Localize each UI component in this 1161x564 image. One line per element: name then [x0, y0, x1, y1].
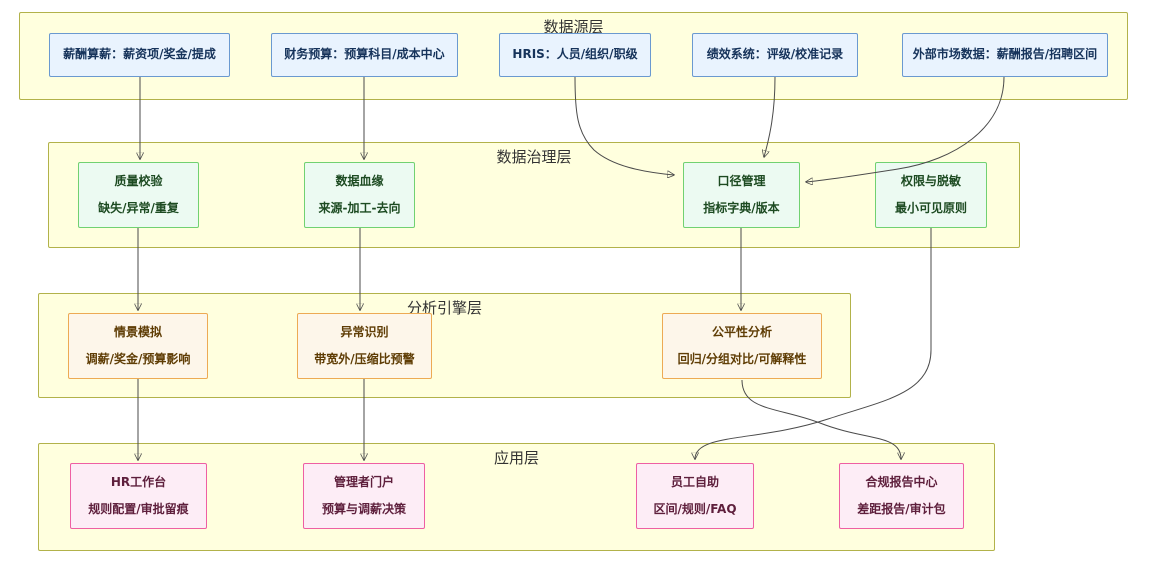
- node-subtitle: 来源-加工-去向: [318, 200, 401, 215]
- node-title: 质量校验: [114, 174, 163, 189]
- layer-application: 应用层: [38, 443, 995, 551]
- node-label: HRIS：人员/组织/职级: [512, 47, 638, 62]
- node-label: 财务预算：预算科目/成本中心: [284, 47, 445, 62]
- node-title: 权限与脱敏: [900, 174, 961, 189]
- layer-title: 应用层: [493, 449, 539, 467]
- node-title: HR工作台: [110, 475, 167, 490]
- node-hris: HRIS：人员/组织/职级: [499, 33, 651, 77]
- node-label: 绩效系统：评级/校准记录: [706, 47, 844, 62]
- node-title: 情景模拟: [113, 325, 162, 340]
- node-title: 合规报告中心: [865, 475, 938, 490]
- layer-title: 分析引擎层: [406, 299, 482, 317]
- node-anomaly-detection: 异常识别 带宽外/压缩比预警: [297, 313, 432, 379]
- node-scenario-simulation: 情景模拟 调薪/奖金/预算影响: [68, 313, 208, 379]
- node-subtitle: 调薪/奖金/预算影响: [85, 351, 191, 366]
- node-subtitle: 预算与调薪决策: [321, 501, 406, 516]
- node-title: 异常识别: [340, 325, 389, 340]
- node-quality-check: 质量校验 缺失/异常/重复: [78, 162, 199, 228]
- layer-title: 数据源层: [543, 18, 604, 36]
- node-employee-self-service: 员工自助 区间/规则/FAQ: [636, 463, 754, 529]
- node-hr-workbench: HR工作台 规则配置/审批留痕: [70, 463, 207, 529]
- node-external-market-data: 外部市场数据：薪酬报告/招聘区间: [902, 33, 1108, 77]
- node-subtitle: 带宽外/压缩比预警: [314, 351, 415, 366]
- node-data-lineage: 数据血缘 来源-加工-去向: [304, 162, 415, 228]
- node-subtitle: 指标字典/版本: [703, 200, 780, 215]
- node-subtitle: 最小可见原则: [894, 200, 967, 215]
- node-payroll-calc: 薪酬算薪：薪资项/奖金/提成: [49, 33, 230, 77]
- node-compliance-report-center: 合规报告中心 差距报告/审计包: [839, 463, 964, 529]
- node-title: 数据血缘: [335, 174, 384, 189]
- node-manager-portal: 管理者门户 预算与调薪决策: [303, 463, 425, 529]
- node-subtitle: 差距报告/审计包: [857, 501, 946, 516]
- node-subtitle: 缺失/异常/重复: [98, 200, 179, 215]
- node-caliber-management: 口径管理 指标字典/版本: [683, 162, 800, 228]
- node-subtitle: 回归/分组对比/可解释性: [677, 351, 807, 366]
- node-performance-system: 绩效系统：评级/校准记录: [692, 33, 858, 77]
- node-subtitle: 规则配置/审批留痕: [88, 501, 189, 516]
- node-fairness-analysis: 公平性分析 回归/分组对比/可解释性: [662, 313, 822, 379]
- node-permission-masking: 权限与脱敏 最小可见原则: [875, 162, 987, 228]
- node-finance-budget: 财务预算：预算科目/成本中心: [271, 33, 458, 77]
- node-title: 公平性分析: [711, 325, 772, 340]
- node-title: 口径管理: [717, 174, 766, 189]
- layer-title: 数据治理层: [496, 148, 572, 166]
- node-title: 员工自助: [670, 475, 719, 490]
- node-title: 管理者门户: [333, 475, 394, 490]
- node-subtitle: 区间/规则/FAQ: [653, 501, 737, 516]
- node-label: 薪酬算薪：薪资项/奖金/提成: [63, 47, 216, 62]
- node-label: 外部市场数据：薪酬报告/招聘区间: [912, 47, 1098, 62]
